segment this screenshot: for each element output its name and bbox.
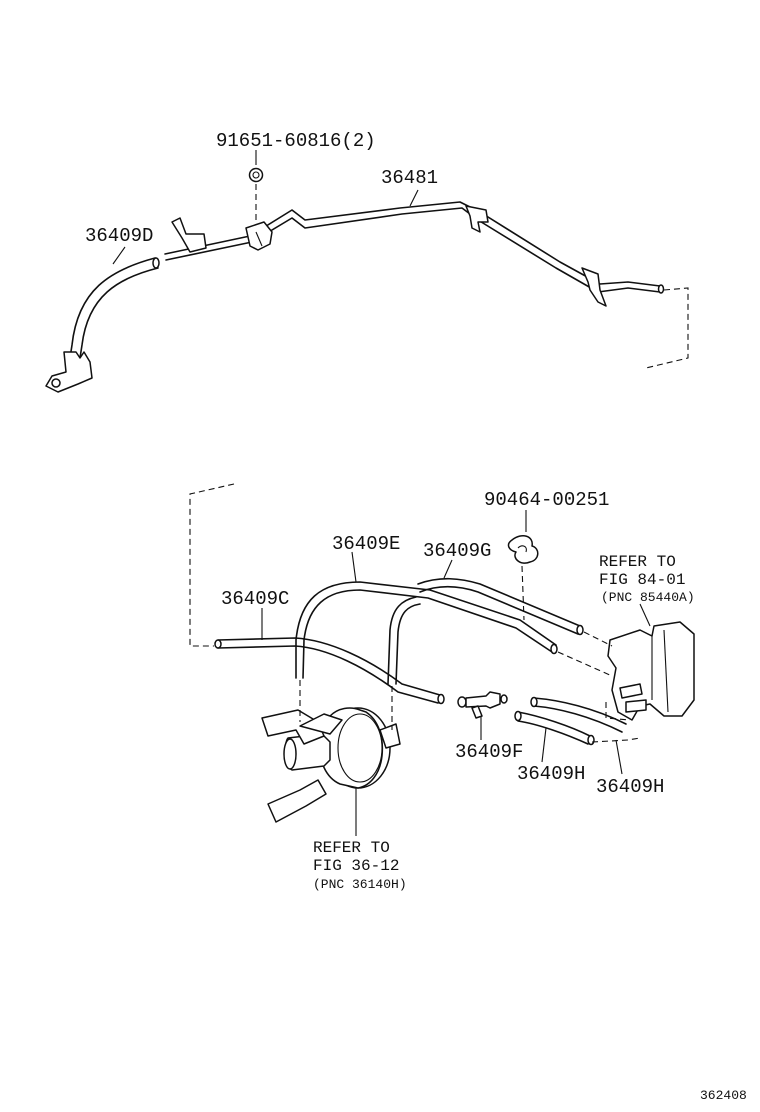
hose-36409H-left	[514, 710, 595, 746]
brake-booster	[261, 707, 401, 823]
pipe-clamp-right-2	[581, 267, 607, 307]
label-36481: 36481	[381, 167, 438, 189]
label-36409F: 36409F	[455, 741, 523, 763]
leader-36409D	[112, 246, 126, 265]
pipe-clamp-center	[245, 221, 273, 251]
booster-ref-line1: REFER TO	[313, 839, 390, 857]
figure-number: 362408	[700, 1088, 747, 1103]
label-36409D: 36409D	[85, 225, 153, 247]
label-36409H-left: 36409H	[517, 763, 585, 785]
dash-e-valve	[557, 651, 613, 677]
pipe-36481	[164, 201, 665, 294]
vsv-ref-line1: REFER TO	[599, 553, 676, 571]
label-36409G: 36409G	[423, 540, 491, 562]
booster-ref-line3: (PNC 36140H)	[313, 877, 407, 892]
label-90464-00251: 90464-00251	[484, 489, 609, 511]
hose-36409G	[417, 577, 584, 636]
vsv-ref-line2: FIG 84-01	[599, 571, 685, 589]
connector-dashed-lower	[189, 483, 235, 647]
hose-36409C	[214, 637, 445, 705]
hose-36409H-right	[530, 696, 627, 733]
leader-36409H-left	[541, 727, 547, 763]
leader-36409E	[351, 551, 357, 583]
hose-36409E	[295, 581, 558, 685]
dash-g-valve	[583, 631, 613, 647]
pipe-clamp-right-1	[465, 205, 489, 233]
leader-36409G	[443, 559, 453, 579]
hose-36409D	[69, 257, 160, 359]
vsv-ref-line3: (PNC 85440A)	[601, 590, 695, 605]
leader-36481	[409, 189, 419, 207]
booster-ref-line2: FIG 36-12	[313, 857, 399, 875]
bolt-icon	[248, 167, 264, 225]
dash-h2-valve	[605, 702, 631, 721]
dash-h-valve	[591, 737, 641, 743]
joint-36409F	[457, 691, 508, 719]
label-36409H-right: 36409H	[596, 776, 664, 798]
clip-icon	[507, 535, 539, 621]
vsv-valve	[607, 621, 695, 721]
connector-dashed-upper	[645, 287, 689, 369]
reference-note-booster: REFER TO FIG 36-12 (PNC 36140H)	[313, 839, 407, 892]
reference-note-vsv: REFER TO FIG 84-01 (PNC 85440A)	[599, 553, 695, 605]
label-91651-60816: 91651-60816(2)	[216, 130, 376, 152]
pipe-clamp-left	[171, 217, 207, 253]
leader-36409H-right	[615, 739, 623, 775]
label-36409C: 36409C	[221, 588, 289, 610]
label-36409E: 36409E	[332, 533, 400, 555]
leader-vsv-ref	[639, 603, 651, 627]
union-fitting	[45, 351, 93, 393]
